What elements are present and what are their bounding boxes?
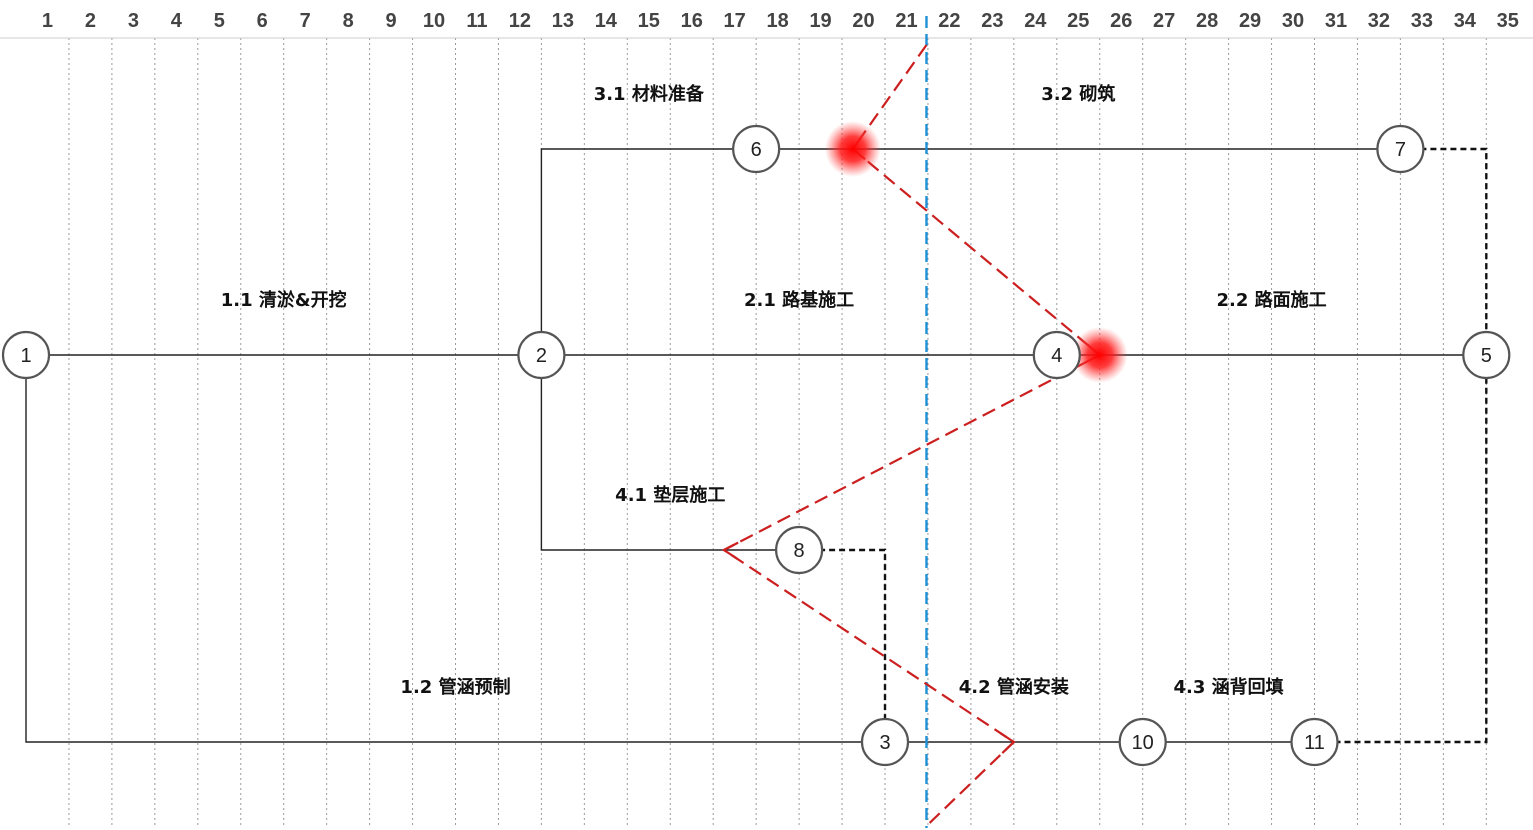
- tick-label: 25: [1067, 10, 1089, 32]
- dummy-link-8-3: [799, 548, 887, 742]
- tick-label: 14: [595, 10, 618, 32]
- tick-label: 19: [809, 10, 831, 32]
- tick-label: 3: [128, 10, 139, 32]
- activity-label-4.2: 4.2 管涵安装: [959, 676, 1069, 698]
- tick-label: 33: [1411, 10, 1433, 32]
- progress-line-layer: [721, 44, 1128, 827]
- activity-label-4.3: 4.3 涵背回填: [1174, 676, 1284, 698]
- event-node-label: 1: [20, 345, 31, 367]
- event-node-circle: [732, 124, 781, 174]
- tick-label: 8: [343, 10, 354, 32]
- activity-line-3.1: [540, 148, 757, 355]
- activity-label-2.1: 2.1 路基施工: [744, 289, 854, 311]
- event-node-8: 8: [774, 525, 824, 575]
- activity-label-4.1: 4.1 垫层施工: [615, 484, 725, 506]
- tick-label: 34: [1454, 10, 1477, 32]
- tick-label: 23: [981, 10, 1003, 32]
- event-node-10: 10: [1118, 717, 1167, 767]
- tick-label: 12: [509, 10, 531, 32]
- activity-label-3.1: 3.1 材料准备: [594, 83, 705, 105]
- event-node-circle: [1462, 330, 1511, 380]
- tick-label: 16: [681, 10, 703, 32]
- tick-label: 35: [1497, 10, 1519, 32]
- event-node-11: 11: [1290, 717, 1339, 767]
- activity-line-4.1: [540, 355, 800, 551]
- activity-labels: 1.1 清淤&开挖 1.2 管涵预制 2.1 路基施工 2.2 路面施工 3.1 材料准…: [221, 83, 1327, 698]
- event-node-2: 2: [517, 330, 566, 380]
- event-node-circle: [1118, 717, 1167, 767]
- tick-label: 4: [171, 10, 183, 32]
- activity-line-1.2: [25, 355, 885, 743]
- progress-highlight: [824, 121, 881, 177]
- progress-arrowhead: [723, 541, 739, 551]
- event-node-label: 10: [1132, 732, 1154, 754]
- tick-label: 17: [724, 10, 746, 32]
- tick-label: 9: [386, 10, 397, 32]
- tick-label: 21: [895, 10, 917, 32]
- progress-highlight: [1071, 327, 1128, 383]
- event-node-6: 6: [732, 124, 781, 174]
- activity-label-3.2: 3.2 砌筑: [1041, 83, 1115, 105]
- tick-label: 11: [466, 10, 487, 32]
- tick-label: 24: [1024, 10, 1047, 32]
- event-node-circle: [1, 330, 51, 380]
- event-node-circle: [774, 525, 824, 575]
- tick-label: 7: [300, 10, 311, 32]
- timeline-grid: [68, 38, 1487, 828]
- event-node-circle: [1032, 330, 1081, 380]
- progress-line: [721, 44, 1102, 827]
- tick-label: 15: [638, 10, 660, 32]
- event-node-circle: [860, 717, 910, 767]
- event-node-label: 5: [1481, 345, 1492, 367]
- event-node-7: 7: [1376, 124, 1425, 174]
- tick-label: 20: [852, 10, 874, 32]
- tick-label: 18: [767, 10, 789, 32]
- event-node-label: 8: [794, 540, 805, 562]
- tick-label: 2: [85, 10, 96, 32]
- activity-label-1.1: 1.1 清淤&开挖: [221, 289, 347, 311]
- event-node-label: 4: [1051, 345, 1062, 367]
- progress-arrowhead: [999, 732, 1015, 743]
- tick-label: 26: [1110, 10, 1132, 32]
- tick-label: 22: [938, 10, 960, 32]
- event-node-label: 2: [536, 345, 547, 367]
- event-nodes: 1 2 3 4 5 6 7 8 10 11: [1, 124, 1511, 767]
- tick-label: 5: [214, 10, 225, 32]
- event-node-circle: [1376, 124, 1425, 174]
- tick-label: 13: [552, 10, 574, 32]
- tick-label: 29: [1239, 10, 1261, 32]
- tick-label: 1: [42, 10, 53, 32]
- tick-label: 10: [423, 10, 445, 32]
- tick-label: 6: [257, 10, 268, 32]
- tick-label: 31: [1325, 10, 1347, 32]
- event-node-1: 1: [1, 330, 51, 380]
- activity-label-1.2: 1.2 管涵预制: [400, 676, 510, 698]
- event-node-circle: [517, 330, 566, 380]
- event-node-3: 3: [860, 717, 910, 767]
- progress-arrowhead: [1001, 741, 1015, 754]
- tick-label: 30: [1282, 10, 1304, 32]
- event-node-label: 11: [1304, 732, 1325, 754]
- tick-label: 28: [1196, 10, 1218, 32]
- dummy-links: [799, 147, 1488, 744]
- dummy-link-7-5: [1400, 147, 1488, 355]
- event-node-label: 6: [751, 139, 762, 161]
- event-node-label: 3: [879, 732, 890, 754]
- activity-label-2.2: 2.2 路面施工: [1216, 289, 1326, 311]
- tick-label: 32: [1368, 10, 1390, 32]
- tick-label: 27: [1153, 10, 1175, 32]
- event-node-circle: [1290, 717, 1339, 767]
- event-node-5: 5: [1462, 330, 1511, 380]
- event-node-4: 4: [1032, 330, 1081, 380]
- event-node-label: 7: [1395, 139, 1406, 161]
- dummy-link-11-5: [1314, 355, 1488, 744]
- progress-arrowhead: [723, 549, 738, 560]
